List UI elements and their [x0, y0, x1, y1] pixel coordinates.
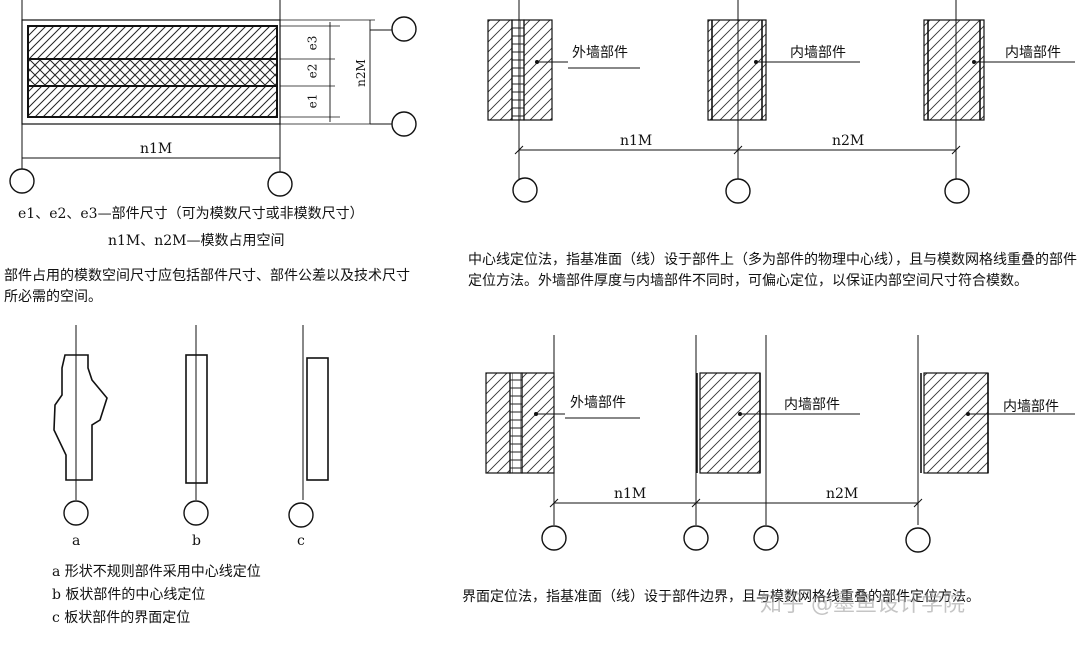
fig2-c-panel-boundary — [288, 325, 329, 528]
label-e1: e1 — [305, 93, 320, 109]
fig4-inner-wall-1 — [695, 335, 860, 525]
label-e2: e2 — [305, 63, 320, 79]
fig4-label-inner-wall-1: 内墙部件 — [784, 397, 840, 413]
label-b: b — [192, 533, 201, 549]
fig4-label-n1M: n1M — [614, 486, 647, 502]
fig3-outer-wall — [487, 0, 640, 180]
label-c: c — [297, 533, 305, 549]
fig4-label-outer-wall: 外墙部件 — [570, 395, 626, 411]
fig3-inner-wall-2 — [923, 0, 1075, 180]
fig1-caption-line1: e1、e2、e3—部件尺寸（可为模数尺寸或非模数尺寸） — [18, 206, 364, 222]
fig4-inner-wall-2 — [917, 335, 1075, 525]
fig4-label-inner-wall-2: 内墙部件 — [1003, 399, 1059, 415]
fig4-outer-wall — [485, 335, 640, 525]
fig2-a-irregular — [53, 325, 108, 526]
fig3-label-inner-wall-1: 内墙部件 — [790, 45, 846, 61]
fig3-dimension-line — [512, 145, 970, 204]
fig3-description: 中心线定位法，指基准面（线）设于部件上（多为部件的物理中心线），且与模数网格线重… — [468, 252, 1077, 289]
fig3-label-inner-wall-2: 内墙部件 — [1005, 45, 1061, 61]
fig1-component-layers — [9, 0, 417, 197]
legend-c: c 板状部件的界面定位 — [52, 610, 191, 626]
label-e3: e3 — [305, 35, 320, 51]
fig4-dimension-line — [541, 498, 931, 553]
fig3-label-n1M: n1M — [620, 133, 653, 149]
legend-a: a 形状不规则部件采用中心线定位 — [52, 564, 261, 580]
legend-b: b 板状部件的中心线定位 — [52, 587, 206, 603]
fig3-label-outer-wall: 外墙部件 — [572, 45, 628, 61]
watermark: 知乎 @墨鱼设计学院 — [760, 592, 965, 617]
fig4-label-n2M: n2M — [826, 486, 859, 502]
label-a: a — [72, 533, 81, 549]
note-left: 部件占用的模数空间尺寸应包括部件尺寸、部件公差以及技术尺寸所必需的空间。 — [4, 268, 410, 305]
fig1-caption-line2: n1M、n2M—模数占用空间 — [108, 233, 285, 249]
label-n2M: n2M — [353, 59, 368, 87]
fig4-description: 界面定位法，指基准面（线）设于部件边界，且与模数网格线重叠的部件定位方法。 — [462, 589, 980, 605]
fig3-label-n2M: n2M — [832, 133, 865, 149]
fig3-inner-wall-1 — [707, 0, 860, 180]
fig2-b-panel-center — [183, 325, 209, 526]
label-n1M: n1M — [140, 141, 173, 157]
